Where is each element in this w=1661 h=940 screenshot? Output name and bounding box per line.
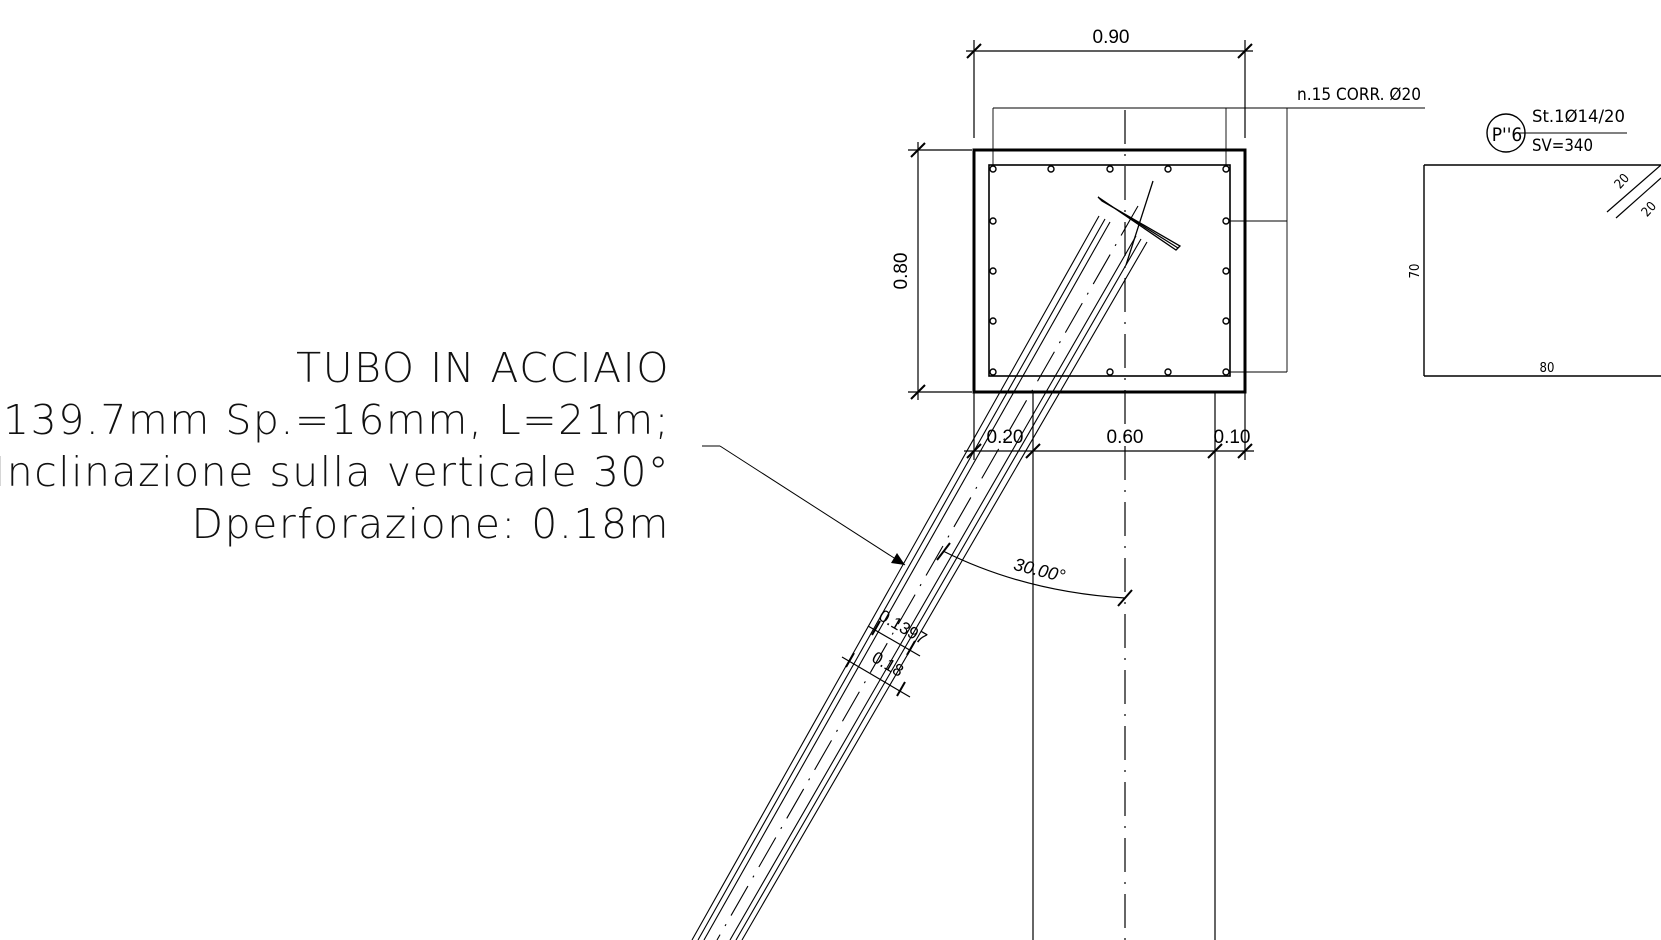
stirrup-spec: St.1Ø14/20 <box>1532 107 1625 127</box>
drill-diameter-dimension <box>841 652 911 698</box>
annotation-line-3: Inclinazione sulla verticale 30° <box>0 448 670 496</box>
annotation-line-1: TUBO IN ACCIAIO <box>296 344 670 392</box>
dim-height-total <box>908 142 972 400</box>
dim-label-angle: 30.00° <box>1012 554 1068 586</box>
stirrup-hook-label-2: 20 <box>1639 199 1660 220</box>
dim-label-center-span: 0.60 <box>1107 427 1144 448</box>
stirrup-outline <box>988 164 1231 377</box>
stirrup-hook-label-1: 20 <box>1612 171 1633 192</box>
concrete-section-outline <box>972 148 1247 394</box>
dim-label-right-offset: 0.10 <box>1214 427 1251 448</box>
dim-label-tube-diameter: 0.1397 <box>875 606 930 648</box>
dim-label-width: 0.90 <box>1093 27 1130 48</box>
stirrup-height-label: 70 <box>1408 264 1423 279</box>
tube-diameter-dimension <box>867 620 921 657</box>
rebars <box>989 165 1230 376</box>
dim-label-left-offset: 0.20 <box>987 427 1024 448</box>
dim-width-total <box>966 40 1253 138</box>
annotation-line-4: Dperforazione: 0.18m <box>191 500 670 548</box>
inclined-steel-tube <box>691 205 1148 940</box>
angle-dimension <box>936 542 1133 607</box>
stirrup-detail <box>1423 113 1661 377</box>
stirrup-length: SV=340 <box>1532 136 1593 156</box>
dim-label-height: 0.80 <box>891 253 912 290</box>
tube-annotation: TUBO IN ACCIAIO Ø139.7mm Sp.=16mm, L=21m… <box>0 342 670 550</box>
annotation-line-2: Ø139.7mm Sp.=16mm, L=21m; <box>0 396 670 444</box>
stirrup-width-label: 80 <box>1540 361 1555 376</box>
rebar-callout-leader <box>992 107 1425 373</box>
stirrup-mark: P''6 <box>1492 124 1523 146</box>
rebar-callout: n.15 CORR. Ø20 <box>1297 85 1421 105</box>
